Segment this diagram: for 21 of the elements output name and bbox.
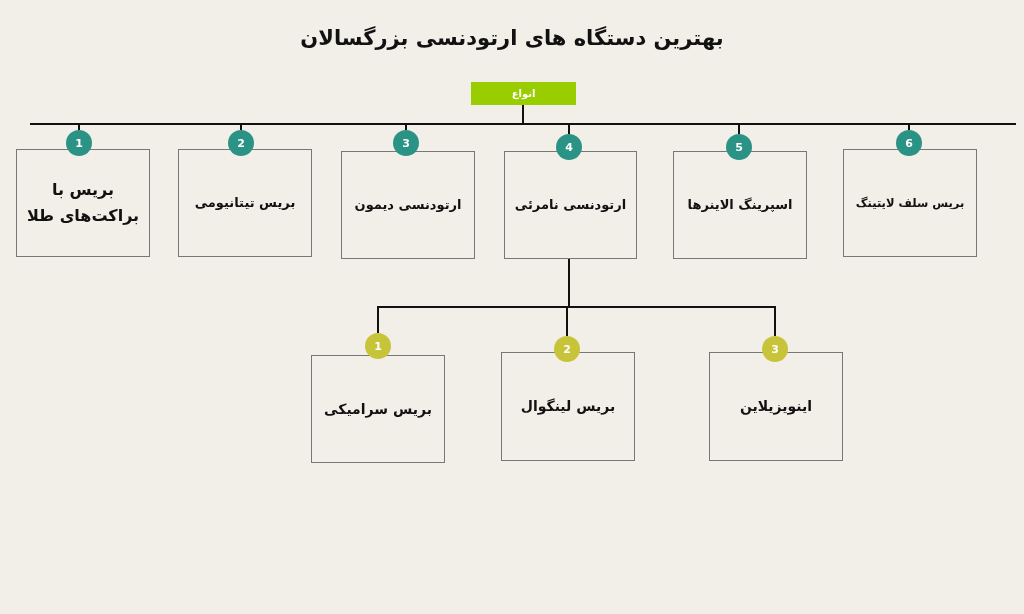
category-box: اینویزیلاین bbox=[709, 352, 843, 461]
category-box: اسپرینگ الاینرها bbox=[673, 151, 807, 259]
number-badge: 3 bbox=[762, 336, 788, 362]
number-badge: 3 bbox=[393, 130, 419, 156]
connector bbox=[568, 258, 776, 337]
category-box: ارتودنسی نامرئی bbox=[504, 151, 637, 259]
category-box: بریس لینگوال bbox=[501, 352, 635, 461]
title: بهترین دستگاه های ارتودنسی بزرگسالان bbox=[299, 26, 725, 50]
number-badge: 1 bbox=[365, 333, 391, 359]
number-badge: 5 bbox=[726, 134, 752, 160]
number-badge: 2 bbox=[228, 130, 254, 156]
number-badge: 1 bbox=[66, 130, 92, 156]
number-badge: 6 bbox=[896, 130, 922, 156]
number-badge: 2 bbox=[554, 336, 580, 362]
category-box: بریس سلف لایتینگ bbox=[843, 149, 977, 257]
category-box: انواع bbox=[471, 82, 576, 105]
category-box: بریس با براکت‌های طلا bbox=[16, 149, 150, 257]
category-box: بریس سرامیکی bbox=[311, 355, 445, 463]
category-box: بریس تیتانیومی bbox=[178, 149, 312, 257]
number-badge: 4 bbox=[556, 134, 582, 160]
category-box: ارتودنسی دیمون bbox=[341, 151, 475, 259]
